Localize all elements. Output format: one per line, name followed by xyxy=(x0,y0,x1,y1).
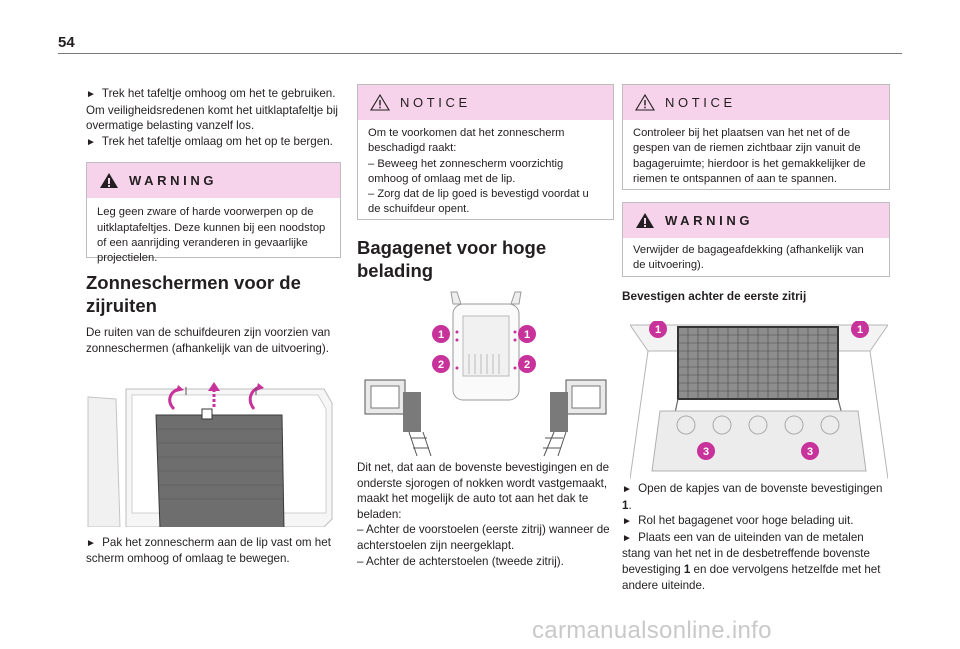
top-rule xyxy=(58,53,902,54)
net-installation-illustration: 1 1 3 3 xyxy=(629,320,889,480)
notice-box: NOTICE Om te voorkomen dat het zonnesche… xyxy=(357,84,614,220)
section-title-luggage-net: Bagagenet voor hoge belading xyxy=(357,237,547,281)
sunblind-step: ► Pak het zonnescherm aan de lip vast om… xyxy=(86,535,331,566)
callout-1-right: 1 xyxy=(857,324,863,336)
column-1: ► Trek het tafeltje omhoog om het te geb… xyxy=(86,82,341,567)
page-number: 54 xyxy=(58,34,75,51)
install-step-1: ► Open de kapjes van de bovenste bevesti… xyxy=(622,482,883,512)
warning-icon xyxy=(100,173,118,189)
notice-box-2: NOTICE Controleer bij het plaatsen van h… xyxy=(622,84,890,190)
notice-title-2: NOTICE xyxy=(665,95,736,110)
subheading-first-row: Bevestigen achter de eerste zitrij xyxy=(622,289,807,303)
sunblind-intro: De ruiten van de schuifdeuren zijn voorz… xyxy=(86,326,331,355)
column-2: NOTICE Om te voorkomen dat het zonnesche… xyxy=(357,82,614,569)
section-title-sunblinds: Zonneschermen voor de zijruiten xyxy=(86,272,301,316)
callout-3-left: 3 xyxy=(703,446,709,458)
warning-icon xyxy=(635,94,655,111)
intro-step-2: ► Trek het tafeltje omlaag om het op te … xyxy=(86,134,333,148)
callout-1-left: 1 xyxy=(438,329,444,341)
warning-icon xyxy=(370,94,390,111)
callout-2-right: 2 xyxy=(524,359,530,371)
column-3: NOTICE Controleer bij het plaatsen van h… xyxy=(622,82,890,593)
callout-1-right: 1 xyxy=(524,329,530,341)
notice-text: Om te voorkomen dat het zonnescherm besc… xyxy=(368,127,589,216)
luggage-net-illustration: 1 1 2 2 xyxy=(357,288,614,458)
luggage-net-text: Dit net, dat aan de bovenste bevestiging… xyxy=(357,461,610,568)
callout-3-right: 3 xyxy=(807,446,813,458)
sunblind-illustration xyxy=(86,378,341,530)
callout-1-left: 1 xyxy=(655,324,661,336)
watermark: carmanualsonline.info xyxy=(532,617,772,644)
intro-step-1: ► Trek het tafeltje omhoog om het te geb… xyxy=(86,87,338,133)
warning-text-2: Verwijder de bagageafdekking (afhankelij… xyxy=(633,244,864,272)
warning-title: WARNING xyxy=(129,173,218,189)
install-step-2: ► Rol het bagagenet voor hoge belading u… xyxy=(622,514,854,528)
installation-steps: ► Open de kapjes van de bovenste bevesti… xyxy=(622,481,890,593)
notice-title: NOTICE xyxy=(400,95,471,110)
warning-title-2: WARNING xyxy=(665,213,754,228)
callout-2-left: 2 xyxy=(438,359,444,371)
notice-text-2: Controleer bij het plaatsen van het net … xyxy=(633,127,866,185)
warning-box: WARNING Leg geen zware of harde voorwerp… xyxy=(86,162,341,264)
install-step-3: ► Plaats een van de uiteinden van de met… xyxy=(622,530,881,592)
warning-icon xyxy=(636,213,654,228)
warning-box-2: WARNING Verwijder de bagageafdekking (af… xyxy=(622,202,890,277)
warning-text: Leg geen zware of harde voorwerpen op de… xyxy=(97,206,326,265)
